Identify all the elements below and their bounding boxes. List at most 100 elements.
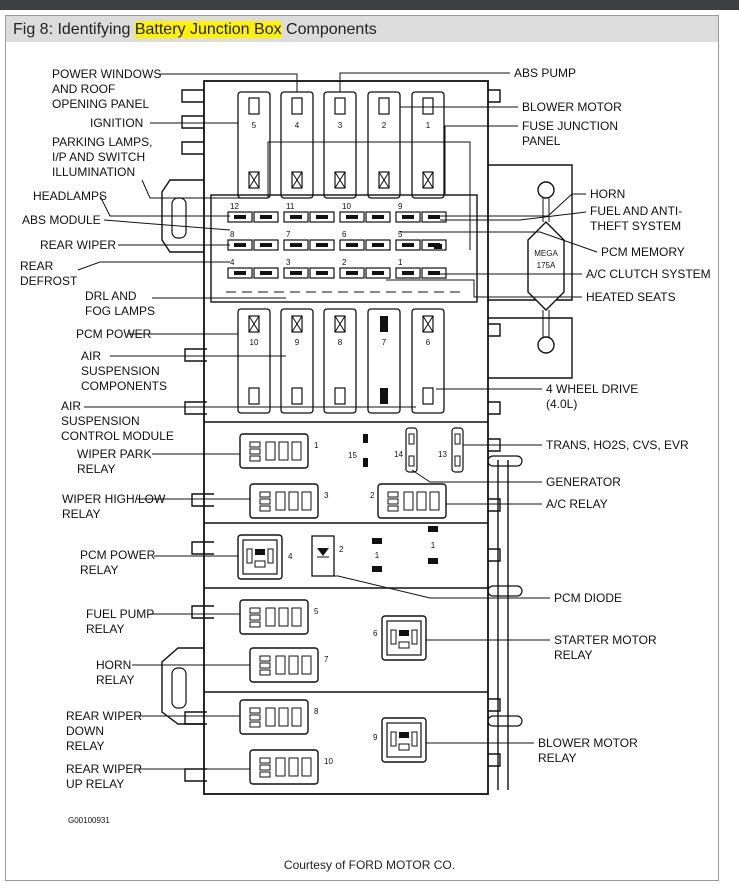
spare-slot-1-bottom xyxy=(372,566,382,572)
mini-fuse-pair-8 xyxy=(253,239,279,251)
relay-ac-slot-f xyxy=(429,491,440,511)
mini-fuse-pair-7 xyxy=(309,239,335,251)
label-fuel-anti-theft-line-2: THEFT SYSTEM xyxy=(590,219,681,233)
maxi-fuse-xbox-6-box xyxy=(422,315,434,333)
small-fuse-14-pin-b xyxy=(408,455,415,467)
relay-pcm-power-inner xyxy=(242,539,278,575)
relay-rear-wiper-up-slot-d xyxy=(275,757,286,777)
label-pcm-memory-line-1: PCM MEMORY xyxy=(601,245,685,259)
relay-rear-wiper-up-slot-e xyxy=(288,757,299,777)
label-blower-motor-line-1: BLOWER MOTOR xyxy=(522,100,622,114)
relay-horn-slot-d xyxy=(275,655,286,675)
mini-fuse-number-3: 3 xyxy=(286,258,291,267)
mini-fuse-pair-blade-7 xyxy=(316,243,328,247)
rail-cap-1 xyxy=(487,455,523,467)
mounting-slot-lower xyxy=(171,667,187,709)
fuse-terminal-top-2 xyxy=(378,97,390,115)
fuse-xbox-top-3-x2 xyxy=(334,171,346,189)
fuse-xbox-top-4-box xyxy=(291,171,303,189)
mega-fuse-bracket-bottom xyxy=(488,317,573,379)
maxi-fuse-xbox-10-x2 xyxy=(248,315,260,333)
relay-rear-wiper-down-body xyxy=(239,699,309,735)
relay-horn-slot-f xyxy=(301,655,312,675)
fuse-slot-top-2 xyxy=(367,91,401,199)
relay-rear-wiper-down-slot-d xyxy=(265,707,276,727)
maxi-fuse-number-7: 7 xyxy=(382,338,387,347)
mini-fuse-pair-11 xyxy=(309,211,335,223)
relay-starter-motor-body xyxy=(381,615,427,661)
relay-horn-slot-e xyxy=(288,655,299,675)
mini-fuse-pair-blade-10 xyxy=(372,215,384,219)
relay-rear-wiper-up-body xyxy=(249,749,319,785)
label-fuel-anti-theft-line-1: FUEL AND ANTI- xyxy=(590,204,682,218)
relay-blower-motor-pin-3 xyxy=(411,731,418,747)
maxi-fuse-terminal-6 xyxy=(422,387,434,405)
relay-wiper-park-slot-a xyxy=(249,441,261,448)
label-rear-wiper-down-relay-line-2: DOWN xyxy=(66,724,104,738)
relay-blower-motor-pin-2 xyxy=(390,731,397,747)
fuse-xbox-top-5-box xyxy=(248,171,260,189)
maxi-fuse-xbox-9-x2 xyxy=(291,315,303,333)
relay-starter-motor-inner xyxy=(386,620,422,656)
relay-wiper-park-number: 1 xyxy=(314,441,319,450)
rail-cap-3 xyxy=(487,715,523,727)
small-fuse-15-top xyxy=(363,434,368,443)
mini-fuse-pair-blade-8 xyxy=(260,243,272,247)
fuse-xbox-top-2-box xyxy=(378,171,390,189)
mini-fuse-pair-10 xyxy=(365,211,391,223)
mini-fuse-pair-5 xyxy=(421,239,447,251)
leader-abs-pump xyxy=(339,72,510,92)
relay-rear-wiper-up-slot-b xyxy=(259,764,271,771)
relay-blower-motor-number: 9 xyxy=(373,733,378,742)
label-parking-lamps-line-2: I/P AND SWITCH xyxy=(52,150,145,164)
leader-pcm-memory xyxy=(400,231,598,253)
label-rear-wiper-up-relay-line-1: REAR WIPER xyxy=(66,762,142,776)
relay-rear-wiper-up-slot-f xyxy=(301,757,312,777)
relay-wiper-highlow-slot-c xyxy=(259,505,271,512)
label-generator-line-1: GENERATOR xyxy=(546,475,621,489)
label-air-suspension-control-line-1: AIR xyxy=(61,399,81,413)
relay-horn-slot-b xyxy=(259,662,271,669)
fuse-terminal-top-5 xyxy=(248,97,260,115)
figure-frame xyxy=(5,15,719,881)
mega-fuse-stud-top xyxy=(537,181,555,199)
caption-prefix: Fig 8: Identifying xyxy=(13,21,135,38)
label-fuel-pump-relay-line-1: FUEL PUMP xyxy=(86,607,154,621)
housing-tab-right-1 xyxy=(488,89,501,103)
mini-fuse-pair-blade-3 xyxy=(316,271,328,275)
relay-rear-wiper-up-slot-a xyxy=(259,757,271,764)
mini-fuse-blade-8 xyxy=(234,243,246,247)
figure-credit: Courtesy of FORD MOTOR CO. xyxy=(283,858,456,872)
relay-pcm-power-pin-3 xyxy=(267,548,274,564)
relay-fuel-pump-slot-a xyxy=(249,607,261,614)
relay-starter-motor-number: 6 xyxy=(373,629,378,638)
mini-fuse-pair-blade-2 xyxy=(372,271,384,275)
small-fuse-15-bottom xyxy=(363,458,368,467)
relay-starter-motor-pin-2 xyxy=(390,629,397,645)
mounting-ear-lower xyxy=(161,647,204,725)
mini-fuse-marker xyxy=(434,244,442,249)
maxi-fuse-solid-top-7 xyxy=(380,316,388,332)
mini-fuse-9 xyxy=(395,211,421,223)
relay-ac-slot-d xyxy=(403,491,414,511)
label-starter-motor-relay-line-2: RELAY xyxy=(554,648,592,662)
caption-highlight: Battery Junction Box xyxy=(134,21,282,38)
maxi-fuse-slot-6 xyxy=(411,308,445,414)
mini-fuse-pair-9 xyxy=(421,211,447,223)
caption-suffix: Components xyxy=(281,21,377,38)
small-fuse-14 xyxy=(405,427,418,473)
relay-fuel-pump-body xyxy=(239,599,309,635)
leader-rear-defrost xyxy=(77,261,230,271)
mini-fuse-blade-11 xyxy=(290,215,302,219)
label-wiper-highlow-relay-line-2: RELAY xyxy=(62,507,100,521)
label-parking-lamps-line-3: ILLUMINATION xyxy=(52,165,135,179)
label-fuse-junction-panel-line-1: FUSE JUNCTION xyxy=(522,119,618,133)
mini-fuse-number-11: 11 xyxy=(286,202,295,211)
fuse-xbox-top-3-box xyxy=(334,171,346,189)
leader-pcm-diode xyxy=(323,575,550,599)
maxi-fuse-xbox-8-x2 xyxy=(334,315,346,333)
housing-tab-left-7 xyxy=(191,541,214,555)
label-ac-clutch-line-1: A/C CLUTCH SYSTEM xyxy=(586,267,711,281)
pcm-diode-number: 2 xyxy=(339,545,344,554)
